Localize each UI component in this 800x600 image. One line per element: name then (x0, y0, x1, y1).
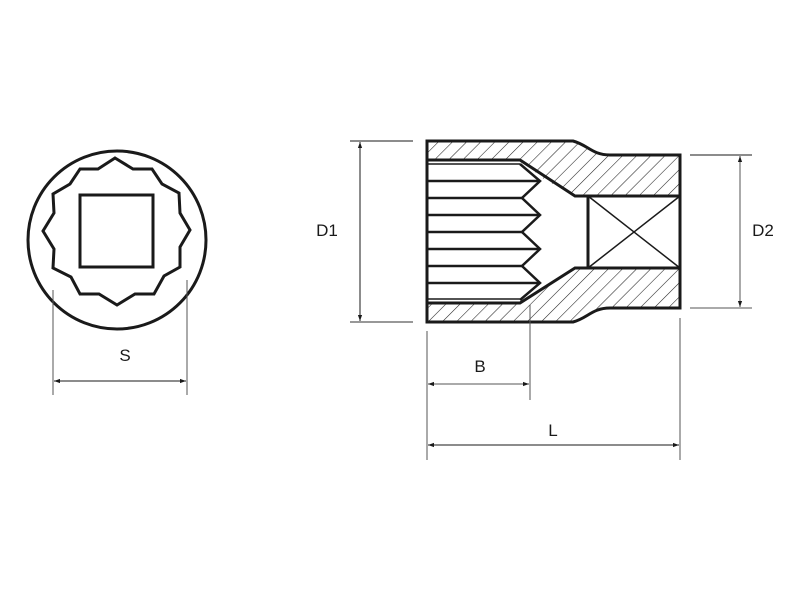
dimension-b: B (426, 305, 531, 460)
front-view (26, 149, 208, 331)
section-view (425, 139, 682, 324)
spline-teeth (427, 163, 542, 301)
outer-circle (26, 149, 208, 331)
twelve-point-opening (41, 156, 192, 307)
socket-outline (425, 139, 682, 324)
square-drive-section (586, 195, 681, 269)
bore-outline (427, 158, 680, 305)
dimension-l: L (428, 318, 681, 460)
label-l: L (548, 421, 557, 440)
hatched-wall-top (427, 141, 680, 196)
dimension-s: S (52, 280, 188, 395)
square-drive (78, 193, 155, 269)
dimension-d2: D2 (690, 154, 774, 309)
hatched-wall-bottom (427, 268, 680, 322)
label-d2: D2 (752, 221, 774, 240)
label-s: S (119, 346, 130, 365)
dimension-d1: D1 (316, 140, 413, 323)
label-b: B (474, 357, 485, 376)
label-d1: D1 (316, 221, 338, 240)
